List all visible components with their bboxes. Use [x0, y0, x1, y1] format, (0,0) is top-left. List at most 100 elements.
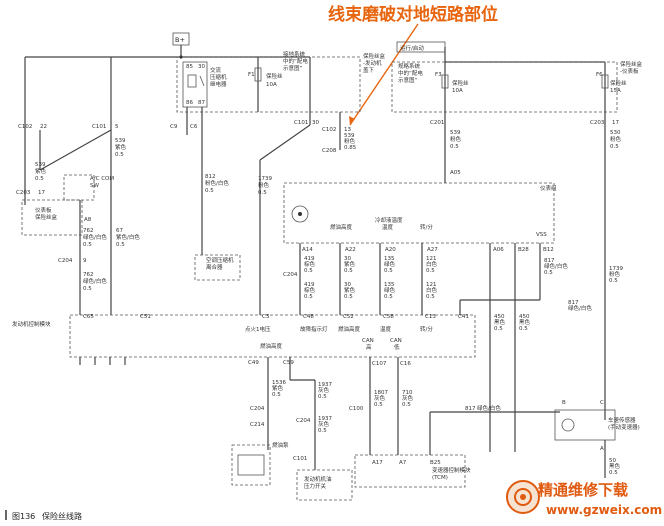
ac-com-switch — [63, 174, 95, 201]
w121b-2: 白色 — [426, 286, 438, 294]
ac-com-label-2: SW — [90, 183, 99, 189]
relay-pin-87: 87 — [198, 100, 205, 106]
cluster-pin-b28: B28 — [518, 247, 529, 253]
w539-1: 539 — [35, 162, 46, 168]
w539-2: 紫色 — [35, 167, 47, 175]
tcm-module — [354, 454, 466, 488]
conn-c214: C214 — [250, 422, 265, 428]
conn-c107: C107 — [372, 361, 387, 367]
conn-c203-right: C203 — [590, 120, 605, 126]
conn-c3: C3 — [262, 314, 270, 320]
conn-c102-left: C102 — [18, 124, 32, 130]
fuse-f3-note-3: 示意图” — [398, 76, 418, 84]
fuse-f1-label-2: 10A — [266, 82, 277, 88]
w67-3: 0.5 — [116, 242, 125, 248]
cluster-label: 仪表组 — [540, 184, 557, 192]
conn-c49: C49 — [248, 360, 259, 366]
w121a-2: 白色 — [426, 260, 438, 268]
w817c-2: 绿色/白色 — [477, 404, 501, 412]
ip-box-label-1: 仪表板 — [35, 206, 52, 214]
cluster-gauge-icon — [291, 205, 309, 223]
conn-c204-mid: C204 — [283, 272, 298, 278]
cluster-pin-a06: A06 — [493, 247, 504, 253]
w450b-3: 0.5 — [519, 326, 528, 332]
cluster-vss-label: VSS — [536, 232, 547, 238]
w419b-1: 419 — [304, 282, 315, 288]
w1807-3: 0.5 — [374, 402, 383, 408]
ecm-label: 发动机控制模块 — [12, 320, 51, 328]
fuse-f3-note-2: 中的“配电 — [398, 69, 423, 77]
w817a-3: 0.5 — [544, 270, 553, 276]
fault-annotation: 线束磨破对地短路部位 — [328, 4, 498, 25]
w419a-3: 0.5 — [304, 268, 313, 274]
w539b-3: 0.5 — [115, 152, 124, 158]
vss-sensor-icon — [561, 418, 575, 432]
w419b-3: 0.5 — [304, 294, 313, 300]
w135a-2: 绿色 — [384, 260, 396, 268]
ac-clutch-label-2: 离合器 — [206, 263, 223, 271]
conn-c48: C48 — [303, 314, 314, 320]
w419b-2: 棕色 — [304, 286, 316, 294]
fuel-pump — [231, 444, 271, 486]
watermark-brand: 精通维修下载 — [538, 481, 628, 499]
w762a-2: 绿色/白色 — [83, 233, 107, 241]
w419a-1: 419 — [304, 256, 315, 262]
cluster-pin-a20: A20 — [385, 247, 396, 253]
ecm-input-fuel: 燃油高度 — [338, 325, 361, 333]
w539c-1: 539 — [344, 133, 355, 139]
fuse-f1-id: F1 — [248, 72, 255, 78]
can-low-2: 低 — [394, 343, 400, 351]
w30b-1: 30 — [344, 282, 351, 288]
conn-c102-mid: C102 — [322, 127, 336, 133]
w1536-3: 0.5 — [272, 392, 281, 398]
vss-label-2: (手动变速器) — [608, 423, 640, 431]
w30b-2: 紫色 — [344, 286, 356, 294]
ac-relay-label-2: 压缩机 — [210, 73, 227, 81]
w817b-2: 绿色/白色 — [568, 304, 592, 312]
fuse-box-top-label-3: 盖下 — [363, 66, 375, 74]
watermark-logo — [506, 480, 540, 514]
tcm-pin-a7: A7 — [399, 460, 407, 466]
w762b-2: 绿色/白色 — [83, 277, 107, 285]
w1739-1: 1739 — [258, 176, 272, 182]
w135b-2: 绿色 — [384, 286, 396, 294]
ignition-voltage-label: 点火1电压 — [245, 325, 271, 333]
oil-pressure-switch — [296, 469, 353, 501]
conn-c208: C208 — [322, 148, 337, 154]
fuse-box-top-label-1: 保险丝盒 — [363, 52, 386, 60]
pin-9: 9 — [83, 258, 87, 264]
fault-arrow-head — [349, 116, 355, 125]
w67-1: 67 — [116, 228, 123, 234]
fuse-box-right-label-1: 保险丝盒 — [620, 60, 643, 68]
fuse-f3-label-2: 10A — [452, 88, 463, 94]
ip-box-label-2: 保险丝盒 — [35, 213, 58, 221]
vss-label-1: 车速传感器 — [608, 416, 636, 424]
gauge-fuel: 燃油高度 — [330, 223, 353, 231]
can-low-1: CAN — [390, 338, 402, 344]
conn-c52: C52 — [343, 314, 354, 320]
vss-sensor — [554, 409, 616, 441]
conn-c101-left: C101 — [92, 124, 106, 130]
w121b-1: 121 — [426, 282, 437, 288]
w710-3: 0.5 — [402, 402, 411, 408]
vss-pin-b: B — [562, 400, 566, 406]
gauge-rpm: 转/分 — [420, 223, 433, 231]
conn-c204-b: C204 — [296, 418, 311, 424]
fuse-f1-note-3: 示意图” — [283, 64, 303, 72]
cluster-pin-a22: A22 — [345, 247, 356, 253]
bplus-label: B+ — [175, 36, 185, 44]
w121b-3: 0.5 — [426, 294, 435, 300]
conn-c101-lower: C101 — [293, 456, 307, 462]
watermark-url: www.gzweix.com — [546, 503, 662, 517]
w1739b-2: 粉色 — [609, 270, 621, 278]
gauge-coolant: 冷却液温度 — [375, 216, 403, 224]
can-high-1: CAN — [362, 338, 374, 344]
w67-2: 紫色/白色 — [116, 233, 140, 241]
fuse-box-top-label-2: -发动机 — [363, 59, 382, 67]
conn-c58: C58 — [383, 314, 394, 320]
w135b-1: 135 — [384, 282, 395, 288]
w1536-1: 1536 — [272, 380, 286, 386]
w539d-1: 539 — [450, 130, 461, 136]
w50-2: 黑色 — [609, 462, 621, 470]
